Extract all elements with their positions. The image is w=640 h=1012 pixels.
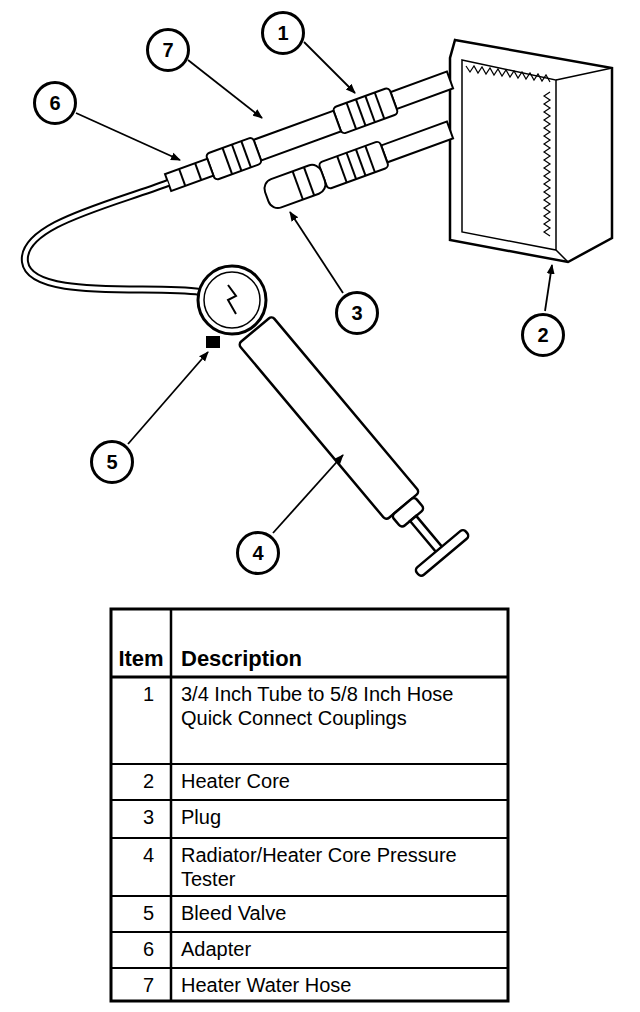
callout-number: 2 xyxy=(537,325,548,345)
item-description: Plug xyxy=(181,805,503,829)
item-description: Heater Core xyxy=(181,769,503,793)
parts-table xyxy=(111,609,508,1001)
item-number: 5 xyxy=(114,901,154,925)
item-number: 3 xyxy=(114,805,154,829)
callout-number: 7 xyxy=(162,40,173,60)
callout-number: 3 xyxy=(351,303,362,323)
callout-circle: 4 xyxy=(236,531,280,575)
lower-tube-plug xyxy=(262,116,456,211)
item-description: Heater Water Hose xyxy=(181,973,503,997)
item-number: 1 xyxy=(114,682,154,706)
callout-number: 6 xyxy=(49,93,60,113)
tester-hose xyxy=(25,183,200,292)
item-number: 7 xyxy=(114,973,154,997)
callout-circle: 5 xyxy=(90,440,134,484)
item-description: Bleed Valve xyxy=(181,901,503,925)
callout-number: 5 xyxy=(106,452,117,472)
table-header: Description xyxy=(181,647,503,671)
callout-circle: 7 xyxy=(146,28,190,72)
callout-circle: 6 xyxy=(33,81,77,125)
item-description: Radiator/Heater Core Pressure Tester xyxy=(181,843,503,891)
item-description: 3/4 Inch Tube to 5/8 Inch Hose Quick Con… xyxy=(181,682,503,730)
item-description: Adapter xyxy=(181,937,503,961)
callout-circle: 3 xyxy=(335,291,379,335)
callout-circle: 1 xyxy=(261,11,305,55)
callout-number: 1 xyxy=(277,23,288,43)
pressure-gauge xyxy=(198,266,266,334)
pressure-tester xyxy=(230,309,469,577)
callout-circle: 2 xyxy=(521,313,565,357)
item-number: 2 xyxy=(114,769,154,793)
callout-number: 4 xyxy=(252,543,263,563)
bleed-valve xyxy=(206,336,220,348)
item-number: 6 xyxy=(114,937,154,961)
table-header: Item xyxy=(112,647,170,671)
leader-lines xyxy=(76,42,552,533)
item-number: 4 xyxy=(114,843,154,867)
heater-core xyxy=(450,40,612,262)
